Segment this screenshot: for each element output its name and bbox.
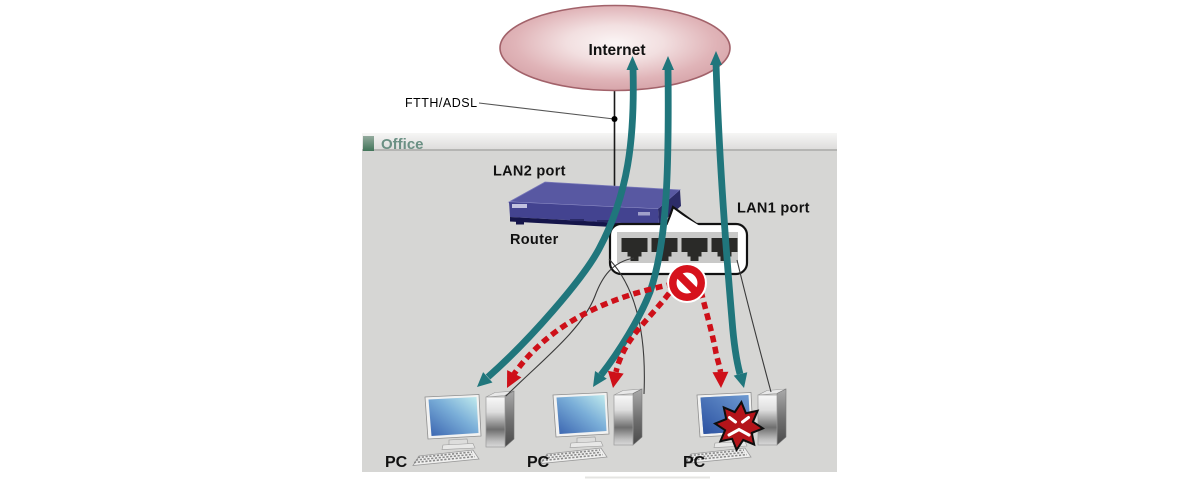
svg-text:Router: Router [510,232,559,248]
svg-text:LAN2 port: LAN2 port [493,164,566,180]
svg-text:PC: PC [385,454,408,471]
svg-text:Office: Office [381,136,424,153]
svg-text:Internet: Internet [589,42,647,59]
svg-text:PC: PC [527,454,550,471]
svg-text:LAN1 port: LAN1 port [737,201,810,217]
svg-text:PC: PC [683,454,706,471]
svg-text:FTTH/ADSL: FTTH/ADSL [405,96,478,110]
